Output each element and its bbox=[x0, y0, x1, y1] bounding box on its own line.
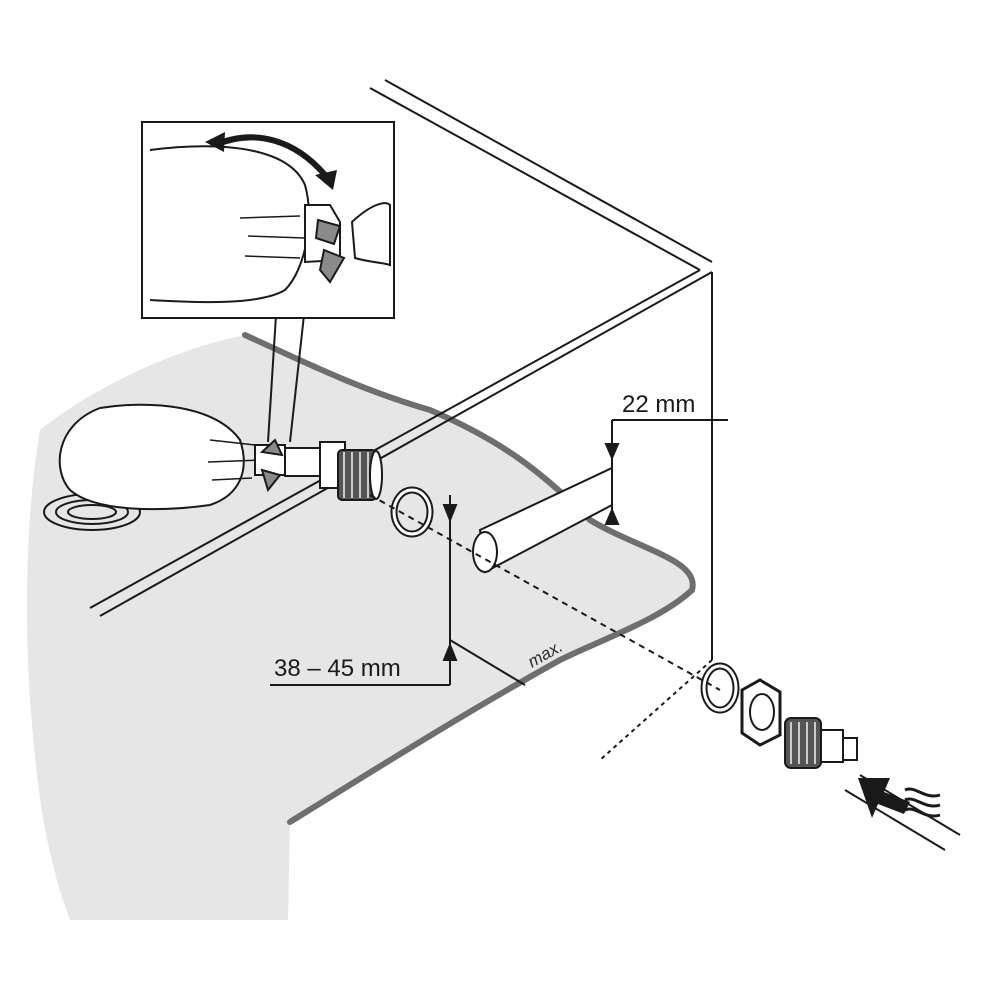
hose-connector bbox=[784, 717, 858, 769]
lock-nut bbox=[740, 678, 782, 747]
threaded-spigot bbox=[337, 449, 383, 501]
depth-range-label: 38 – 45 mm bbox=[274, 655, 401, 682]
pipe-diameter-label: 22 mm bbox=[622, 391, 695, 418]
curved-double-arrow-icon bbox=[205, 132, 337, 190]
washer-front bbox=[390, 486, 434, 538]
pipe-hole bbox=[472, 466, 613, 574]
hand-main bbox=[58, 403, 261, 511]
inset-leader bbox=[267, 314, 305, 443]
dimension-22mm bbox=[604, 419, 728, 525]
detail-inset-hand bbox=[149, 145, 391, 304]
wall-sheet-edge bbox=[242, 332, 696, 825]
center-axis bbox=[369, 494, 721, 691]
washer-back bbox=[700, 662, 740, 714]
cabinet-hidden-edge bbox=[599, 659, 713, 761]
tap-valve bbox=[254, 438, 346, 493]
dimension-38-45mm bbox=[270, 495, 526, 686]
cabinet-outline bbox=[89, 79, 713, 660]
water-flow-arrow-icon bbox=[844, 774, 961, 851]
